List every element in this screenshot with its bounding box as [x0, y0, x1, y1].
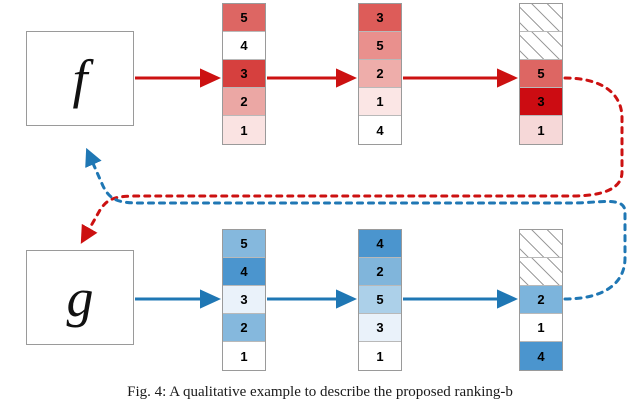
rank-cell: 1: [520, 314, 562, 342]
rank-cell: 3: [359, 4, 401, 32]
function-label-g: g: [66, 267, 94, 328]
function-box-f: f: [26, 31, 134, 126]
rank-column-g-2: 4 2 5 3 1: [358, 229, 402, 371]
rank-cell: 3: [223, 286, 265, 314]
rank-cell: 2: [359, 258, 401, 286]
rank-cell: 1: [359, 88, 401, 116]
rank-cell: 5: [359, 286, 401, 314]
rank-cell-hatched: [520, 4, 562, 32]
function-box-g: g: [26, 250, 134, 345]
rank-cell: 3: [359, 314, 401, 342]
rank-cell-hatched: [520, 230, 562, 258]
rank-cell: 5: [223, 230, 265, 258]
rank-cell: 1: [359, 342, 401, 370]
rank-cell-hatched: [520, 32, 562, 60]
rank-cell: 5: [359, 32, 401, 60]
rank-cell: 4: [359, 116, 401, 144]
rank-cell: 2: [223, 88, 265, 116]
rank-cell: 4: [223, 258, 265, 286]
rank-column-f-3: 5 3 1: [519, 3, 563, 145]
rank-cell-hatched: [520, 258, 562, 286]
rank-cell: 2: [359, 60, 401, 88]
rank-cell: 4: [223, 32, 265, 60]
rank-cell: 5: [520, 60, 562, 88]
rank-cell: 2: [223, 314, 265, 342]
rank-column-g-3: 2 1 4: [519, 229, 563, 371]
function-label-f: f: [72, 48, 88, 109]
rank-cell: 4: [359, 230, 401, 258]
rank-cell: 3: [520, 88, 562, 116]
rank-column-g-1: 5 4 3 2 1: [222, 229, 266, 371]
rank-column-f-2: 3 5 2 1 4: [358, 3, 402, 145]
figure-caption: Fig. 4: A qualitative example to describ…: [127, 384, 513, 400]
rank-cell: 5: [223, 4, 265, 32]
rank-cell: 1: [223, 342, 265, 370]
rank-cell: 2: [520, 286, 562, 314]
rank-cell: 3: [223, 60, 265, 88]
rank-column-f-1: 5 4 3 2 1: [222, 3, 266, 145]
rank-cell: 1: [520, 116, 562, 144]
rank-cell: 4: [520, 342, 562, 370]
rank-cell: 1: [223, 116, 265, 144]
